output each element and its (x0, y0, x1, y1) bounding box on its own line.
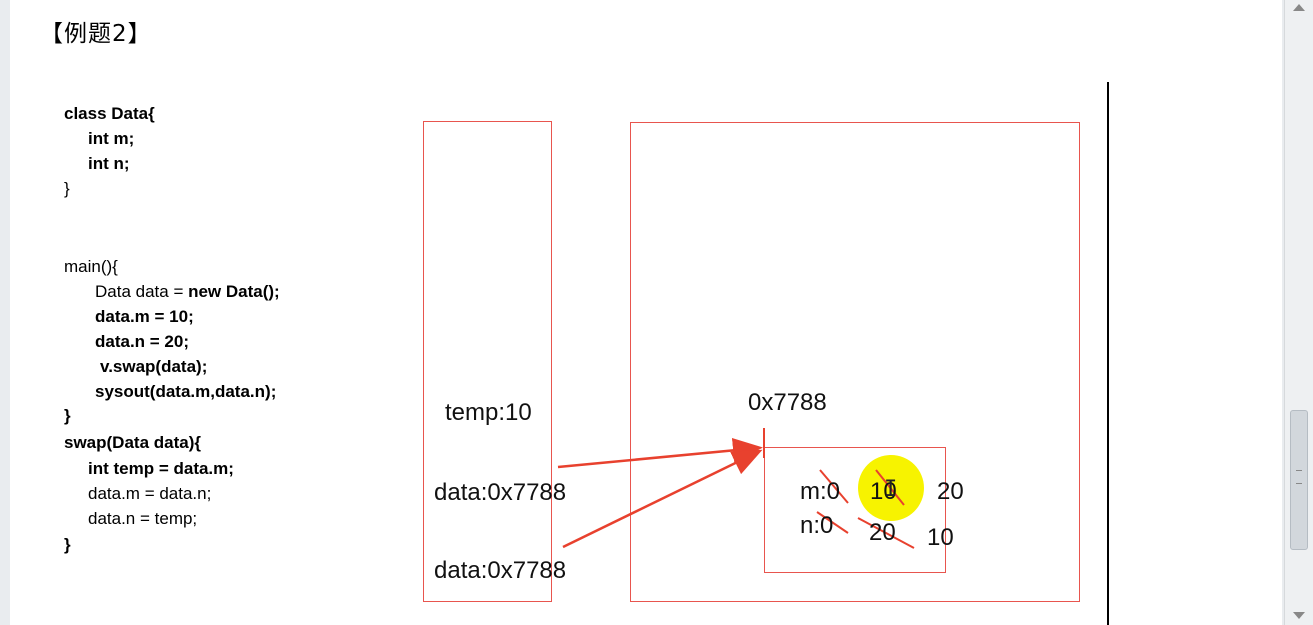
field-m-value-1: 10 (870, 478, 897, 505)
arrow-swap-ref (557, 437, 763, 469)
scroll-down-arrow-icon[interactable] (1293, 612, 1305, 619)
code-main-close: } (64, 406, 71, 425)
page-title: 【例题2】 (40, 21, 152, 47)
field-n-label: n:0 (800, 512, 834, 539)
stack-data-main-label: data:0x7788 (434, 557, 567, 584)
stack-data-swap-label: data:0x7788 (434, 479, 567, 506)
heap-box (630, 122, 1080, 602)
code-swap-stmt-1: data.m = data.n; (88, 484, 212, 503)
code-swap-stmt-2: data.n = temp; (88, 509, 198, 528)
text-cursor-icon: I (884, 477, 898, 502)
code-assign-n: data.n = 20; (95, 332, 190, 351)
scroll-up-arrow-icon[interactable] (1293, 4, 1305, 11)
code-swap-call: v.swap(data); (100, 357, 208, 376)
scroll-grip-icon (1296, 470, 1302, 484)
vertical-scrollbar[interactable] (1284, 0, 1313, 625)
heap-address-label: 0x7788 (748, 389, 827, 416)
strike-m0 (819, 469, 849, 504)
code-class-close: } (64, 179, 70, 198)
code-swap-signature: swap(Data data){ (64, 433, 201, 452)
field-n-value-2: 10 (927, 524, 954, 551)
code-class-line: class Data{ (64, 104, 155, 123)
object-box (764, 447, 946, 573)
vertical-divider (1107, 82, 1109, 625)
stack-box (423, 121, 552, 602)
strike-m10 (875, 469, 905, 506)
strike-n20 (857, 517, 915, 549)
field-n-value-1: 20 (869, 519, 896, 546)
stack-temp-label: temp:10 (445, 399, 532, 426)
code-main-line: main(){ (64, 257, 118, 276)
code-field-n: int n; (88, 154, 130, 173)
scroll-thumb[interactable] (1290, 410, 1308, 550)
strike-n0 (816, 511, 849, 534)
code-field-m: int m; (88, 129, 135, 148)
code-decl-line: Data data = new Data(); (95, 282, 280, 302)
code-temp-line: int temp = data.m; (88, 459, 234, 478)
code-assign-m: data.m = 10; (95, 307, 194, 326)
field-m-value-2: 20 (937, 478, 964, 505)
code-swap-close: } (64, 535, 71, 554)
code-print-line: sysout(data.m,data.n); (95, 382, 277, 401)
code-decl-bold: new Data(); (188, 282, 280, 301)
field-m-label: m:0 (800, 478, 841, 505)
arrow-main-ref (562, 449, 763, 549)
slide: 【例题2】 class Data{ int m; int n; } main()… (10, 0, 1282, 625)
code-decl-plain: Data data = (95, 282, 189, 301)
